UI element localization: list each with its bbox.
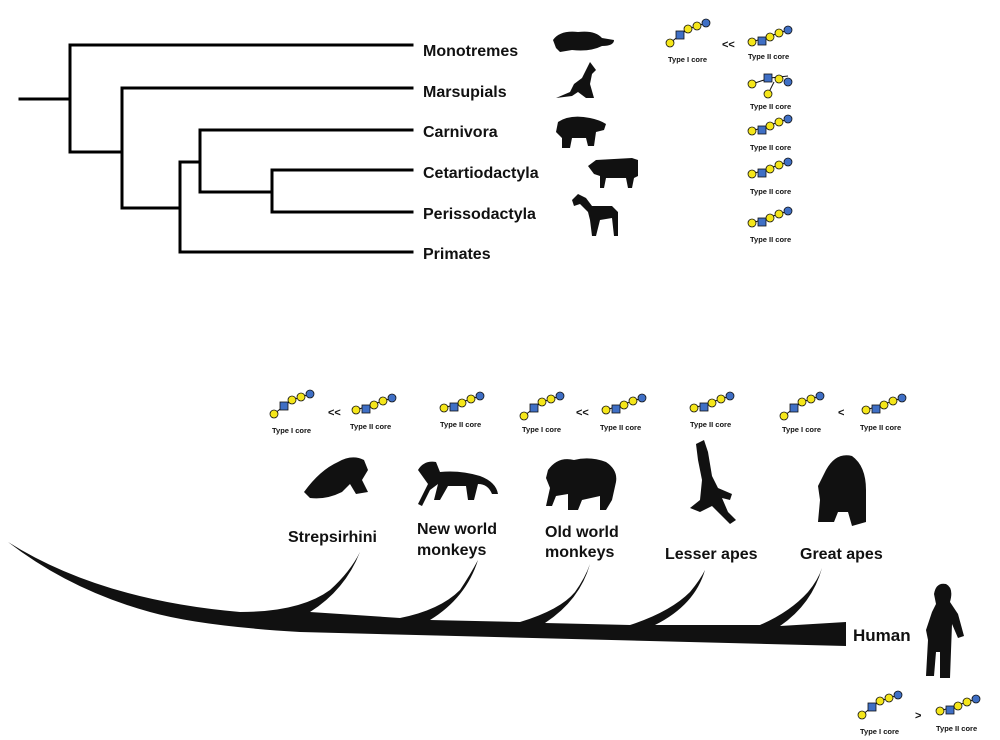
- comparison-sign: >: [915, 710, 921, 722]
- lemur-icon: [304, 457, 368, 499]
- group-label: New world: [417, 521, 497, 538]
- svg-text:Type II core: Type II core: [750, 187, 791, 196]
- human-icon: [926, 583, 964, 678]
- svg-text:Type I core: Type I core: [782, 425, 821, 434]
- comparison-sign: <<: [576, 407, 589, 419]
- svg-text:Type I core: Type I core: [272, 426, 311, 435]
- svg-text:Type II core: Type II core: [690, 420, 731, 429]
- svg-text:Type II core: Type II core: [350, 422, 391, 431]
- clade-label: Cetartiodactyla: [423, 165, 539, 182]
- glycan-marsupials-type2: Type II core: [747, 73, 793, 111]
- cow-icon: [588, 158, 638, 188]
- clade-label: Primates: [423, 246, 491, 263]
- glycan-strepsirhini-type2: Type II core: [350, 393, 397, 431]
- svg-text:Type II core: Type II core: [936, 724, 977, 733]
- svg-text:Type I core: Type I core: [860, 727, 899, 736]
- bear-icon: [556, 116, 606, 148]
- svg-text:Type II core: Type II core: [748, 52, 789, 61]
- glycan-oldworld-type1: Type I core: [519, 391, 565, 434]
- human-label: Human: [853, 626, 911, 645]
- baboon-icon: [546, 458, 617, 510]
- glycan-greatapes-type2: Type II core: [860, 393, 907, 432]
- comparison-sign: <<: [722, 39, 735, 51]
- glycan-lesserapes-type2: Type II core: [689, 391, 735, 429]
- gibbon-icon: [690, 440, 736, 524]
- gorilla-icon: [818, 455, 866, 526]
- glycan-newworld-type2: Type II core: [439, 391, 485, 429]
- glycan-greatapes-type1: Type I core: [779, 391, 825, 434]
- glycan-monotremes-type2: Type II core: [747, 25, 793, 61]
- comparison-sign: <: [838, 407, 844, 419]
- glycan-perissodactyla-type2: Type II core: [747, 206, 793, 244]
- svg-text:Type II core: Type II core: [750, 143, 791, 152]
- svg-text:Type I core: Type I core: [668, 55, 707, 64]
- clade-label: Monotremes: [423, 43, 518, 60]
- clade-label: Perissodactyla: [423, 206, 536, 223]
- glycan-oldworld-type2: Type II core: [600, 393, 647, 432]
- group-label: Strepsirhini: [288, 529, 377, 546]
- glycan-strepsirhini-type1: Type I core: [269, 389, 315, 435]
- group-label: monkeys: [545, 544, 614, 561]
- mammal-cladogram: [18, 43, 414, 254]
- group-label: Great apes: [800, 546, 883, 563]
- glycan-monotremes-type1: Type I core: [665, 18, 711, 64]
- svg-text:Type II core: Type II core: [440, 420, 481, 429]
- glycan-cetartiodactyla-type2: Type II core: [747, 157, 793, 196]
- comparison-sign: <<: [328, 407, 341, 419]
- horse-icon: [572, 194, 618, 236]
- platypus-icon: [553, 31, 614, 52]
- svg-text:Type II core: Type II core: [750, 235, 791, 244]
- group-label: Lesser apes: [665, 546, 758, 563]
- glycan-carnivora-type2: Type II core: [747, 114, 793, 152]
- clade-label: Carnivora: [423, 124, 498, 141]
- svg-text:Type I core: Type I core: [522, 425, 561, 434]
- glycan-human-type2: Type II core: [935, 694, 981, 733]
- glycan-human-type1: Type I core: [857, 690, 903, 736]
- group-label: Old world: [545, 524, 619, 541]
- monkey-icon: [418, 461, 498, 506]
- svg-text:Type II core: Type II core: [600, 423, 641, 432]
- svg-text:Type II core: Type II core: [750, 102, 791, 111]
- kangaroo-icon: [556, 62, 596, 98]
- group-label: monkeys: [417, 542, 486, 559]
- primate-phylogeny: [8, 542, 846, 646]
- svg-text:Type II core: Type II core: [860, 423, 901, 432]
- clade-label: Marsupials: [423, 84, 507, 101]
